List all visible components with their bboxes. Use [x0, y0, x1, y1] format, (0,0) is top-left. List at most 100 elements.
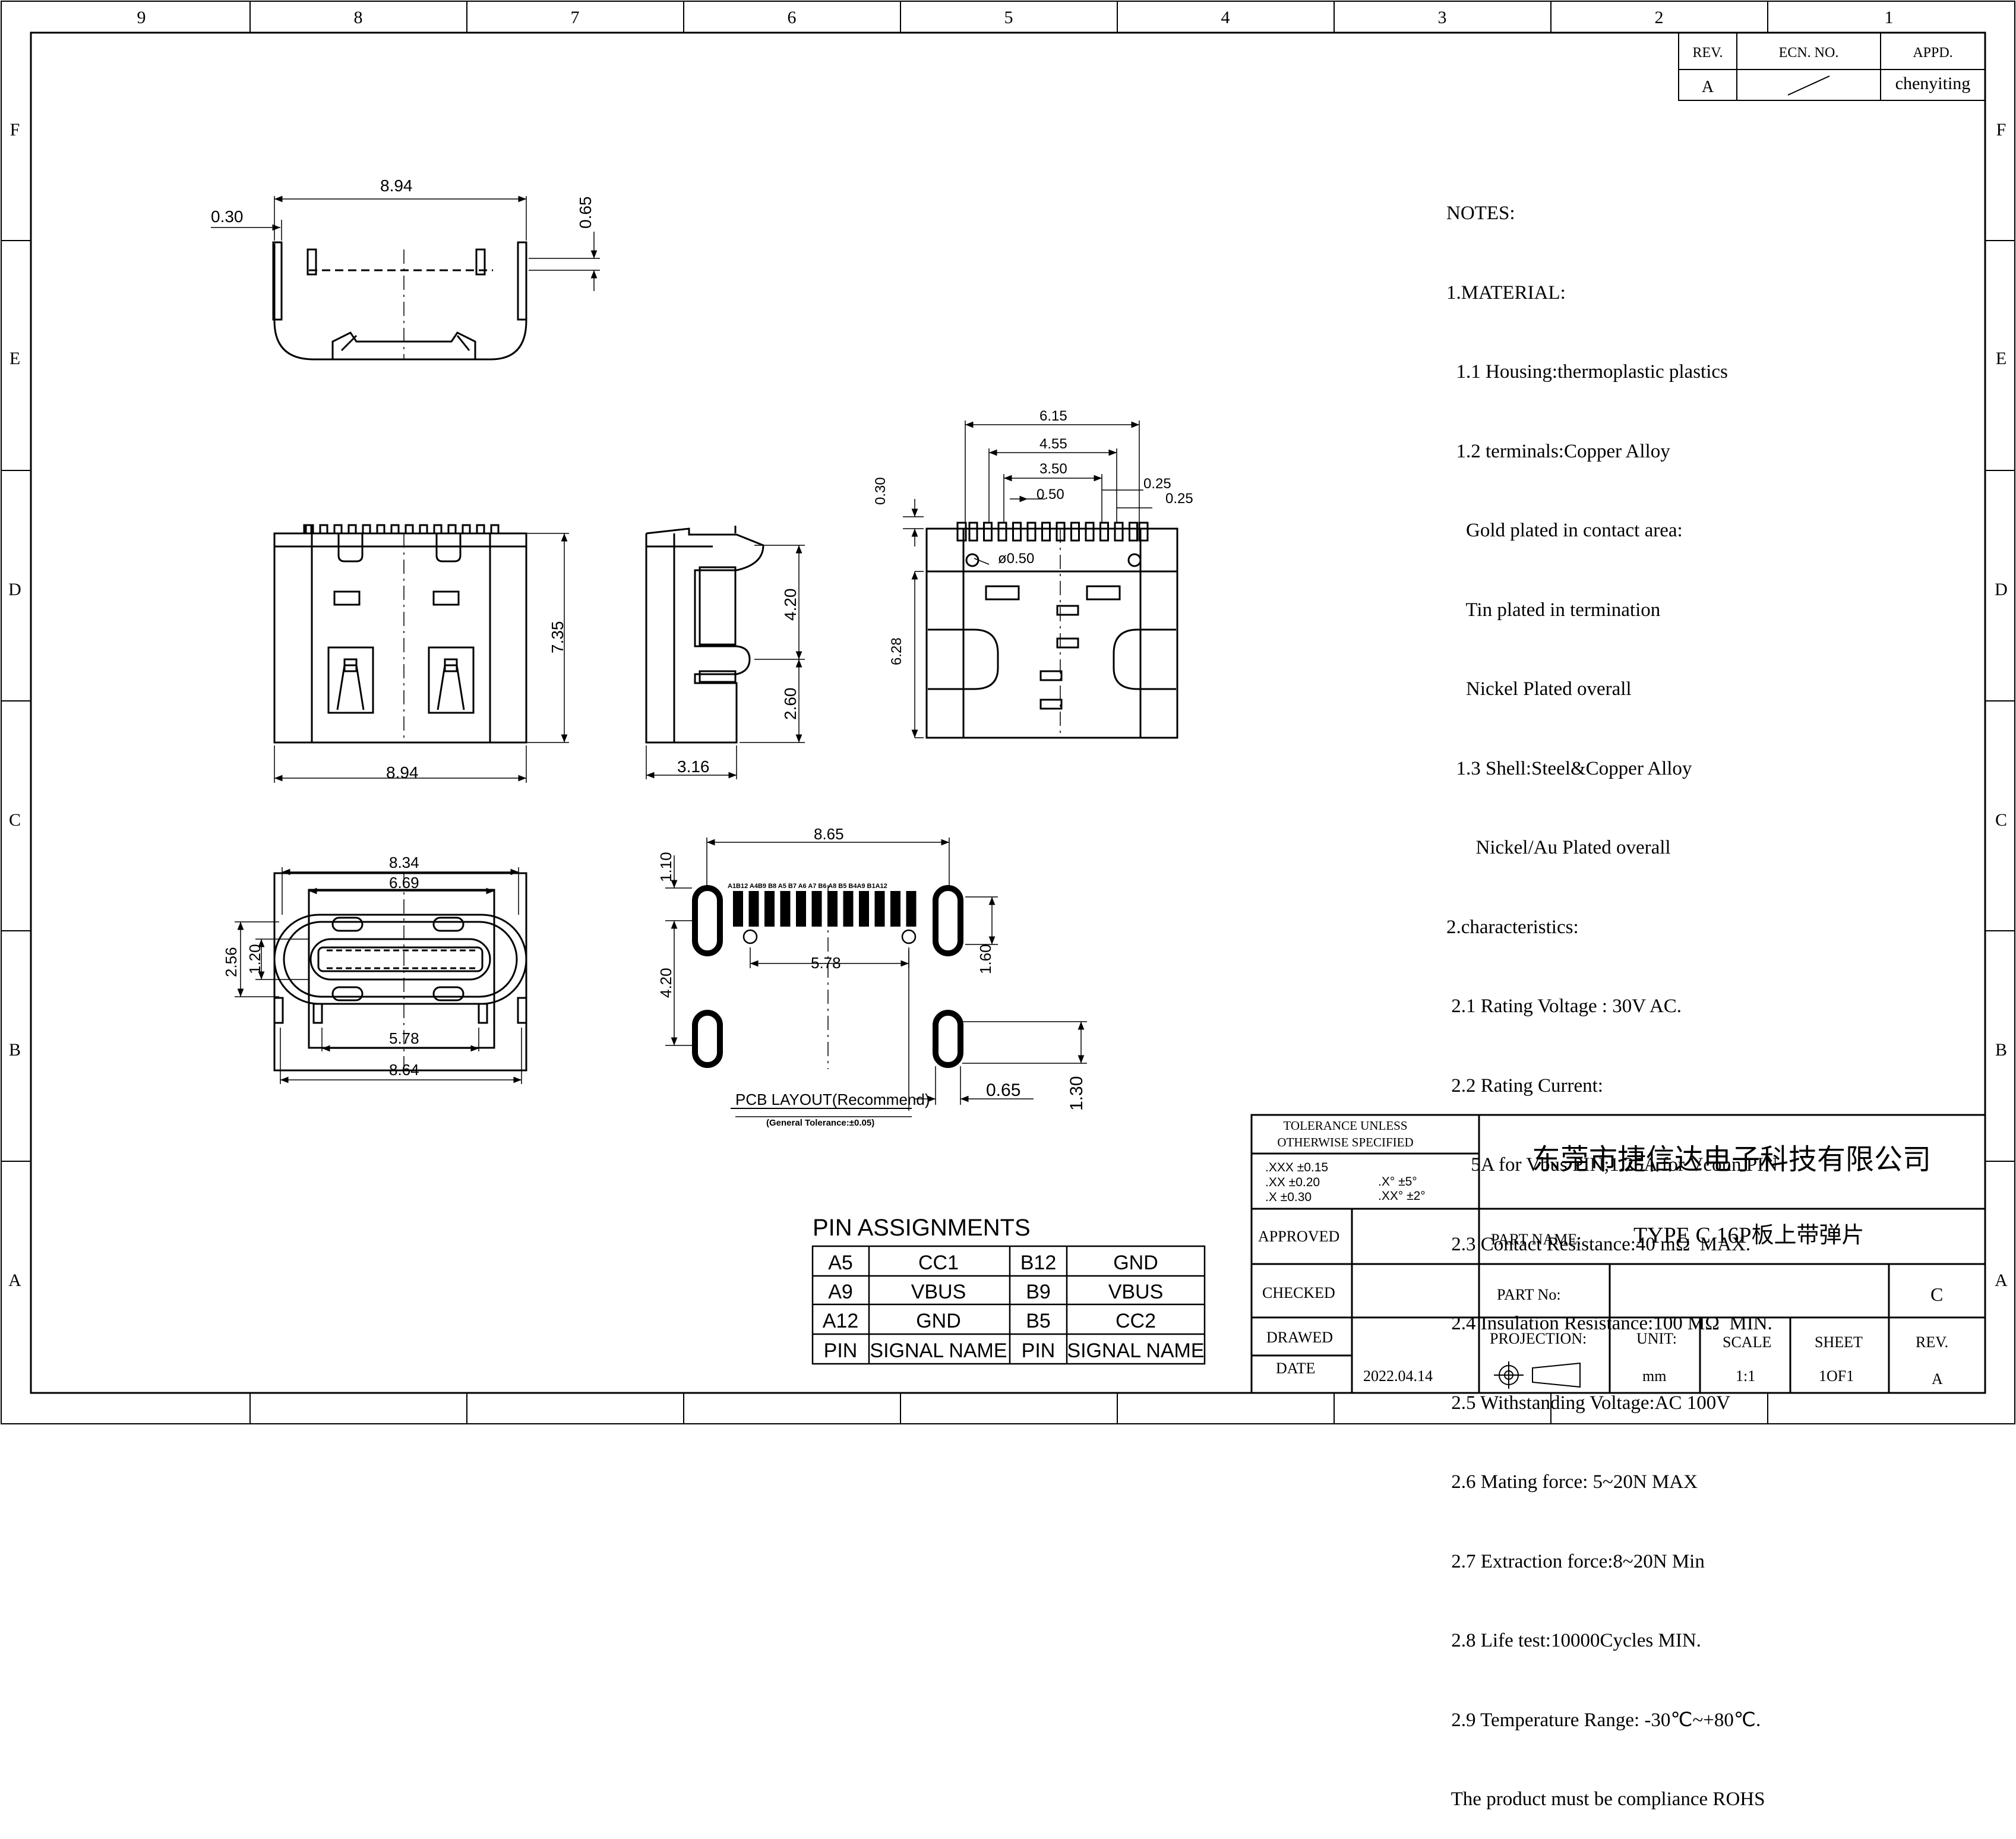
pcb-layout-title: PCB LAYOUT(Recommend): [735, 1091, 930, 1108]
pcb-layout-dims: [665, 838, 1087, 1111]
ecn-header: ECN. NO.: [1779, 45, 1839, 61]
pcb-layout-tolerance: (General Tolerance:±0.05): [766, 1118, 874, 1128]
note-line: 2.1 Rating Voltage : 30V AC.: [1446, 996, 1682, 1017]
dim-label: 4.20: [781, 589, 800, 621]
note-line: Gold plated in contact area:: [1446, 520, 1683, 541]
sheet-value: 1OF1: [1819, 1367, 1854, 1385]
note-line: 2.6 Mating force: 5~20N MAX: [1446, 1471, 1698, 1493]
dim-label: 2.56: [222, 947, 240, 977]
pcb-pad: [906, 891, 917, 927]
note-line: 2.9 Temperature Range: -30℃~+80℃.: [1446, 1709, 1761, 1731]
pin-assignments-title: PIN ASSIGNMENTS: [813, 1215, 1031, 1241]
rear-pin: [956, 522, 967, 542]
rear-pin: [1099, 522, 1109, 542]
dim-label: 6.15: [1039, 408, 1067, 424]
pcb-pad: [780, 891, 791, 927]
pin-tip: [319, 524, 328, 535]
appd-header: APPD.: [1913, 45, 1952, 61]
col-label: 5: [1004, 8, 1013, 27]
rear-view-labels: 6.15 4.55 3.50 0.50 0.25 0.25 0.30 ø0.50…: [873, 408, 1193, 665]
row-label: E: [1996, 349, 2006, 368]
pin-tip: [390, 524, 400, 535]
note-line: 1.1 Housing:thermoplastic plastics: [1446, 361, 1728, 383]
signal-header: SIGNAL NAME: [1067, 1339, 1204, 1362]
part-no-label: PART No:: [1497, 1286, 1561, 1303]
col-label: 6: [788, 8, 797, 27]
signal-cell: CC1: [918, 1252, 959, 1274]
note-line: 2.characteristics:: [1446, 916, 1579, 938]
part-name-label: PART NAME:: [1491, 1231, 1581, 1248]
side-view: [645, 526, 764, 744]
note-line: Nickel Plated overall: [1446, 678, 1632, 700]
pcb-pad: [733, 891, 743, 927]
note-line: 1.2 terminals:Copper Alloy: [1446, 440, 1670, 462]
col-label: 4: [1221, 8, 1230, 27]
row-label: B: [1995, 1040, 2007, 1060]
pin-cell: A9: [828, 1281, 853, 1303]
note-line: 1.3 Shell:Steel&Copper Alloy: [1446, 757, 1692, 779]
pin-tip: [419, 524, 428, 535]
note-line: 2.5 Withstanding Voltage:AC 100V: [1446, 1392, 1731, 1414]
rear-pin: [983, 522, 993, 542]
dim-label: 8.65: [814, 825, 844, 843]
note-line: 1.MATERIAL:: [1446, 282, 1566, 304]
appd-value: chenyiting: [1895, 74, 1971, 93]
dim-label: 7.35: [548, 621, 567, 654]
dim-label: 6.28: [889, 637, 905, 665]
dim-label: 0.30: [211, 207, 244, 226]
dim-label: 0.50: [1037, 486, 1064, 503]
pcb-pad: [843, 891, 854, 927]
rear-pin: [968, 522, 978, 542]
row-label: D: [1995, 580, 2008, 599]
unit-value: mm: [1642, 1367, 1666, 1385]
drawing-frame: [1, 1, 2015, 1424]
tolerance-value: .X ±0.30: [1265, 1190, 1312, 1204]
rev-header: REV.: [1693, 45, 1723, 61]
dim-label: 8.34: [389, 854, 419, 871]
signal-cell: VBUS: [1108, 1281, 1164, 1303]
row-label: B: [9, 1040, 21, 1060]
pcb-pad: [811, 891, 822, 927]
sheet-label: SHEET: [1815, 1334, 1863, 1351]
pin-cell: A5: [828, 1252, 853, 1274]
pcb-pad: [874, 891, 885, 927]
pin-cell: B5: [1026, 1310, 1051, 1332]
front-view-top-pins: [303, 524, 500, 535]
rear-pin: [1114, 522, 1124, 542]
pin-tip: [405, 524, 414, 535]
pin-header: PIN: [824, 1339, 858, 1362]
pin-cell: B12: [1020, 1252, 1057, 1274]
pin-tip: [347, 524, 357, 535]
top-view: [272, 241, 527, 361]
pcb-pad: [890, 891, 900, 927]
bottom-view-dims: [235, 867, 522, 1084]
title-block: TOLERANCE UNLESS OTHERWISE SPECIFIED .XX…: [1250, 1114, 1986, 1394]
drawed-label: DRAWED: [1266, 1329, 1333, 1346]
pin-tip: [447, 524, 457, 535]
signal-cell: VBUS: [911, 1281, 966, 1303]
dim-label: ø0.50: [998, 551, 1034, 567]
dim-label: 1.10: [657, 852, 675, 882]
col-label: 7: [571, 8, 580, 27]
front-view-labels: 7.35 8.94: [386, 621, 567, 782]
front-view: [273, 532, 527, 744]
dim-label: 5.78: [811, 954, 841, 972]
note-line: Tin plated in termination: [1446, 599, 1661, 621]
pin-tip: [476, 524, 485, 535]
tolerance-title: TOLERANCE UNLESS: [1283, 1118, 1407, 1133]
rear-pin: [1056, 522, 1066, 542]
row-label: E: [10, 349, 20, 368]
frame-row-labels: F E D C B A F E D C B A: [8, 120, 2008, 1290]
dim-label: 8.94: [380, 176, 413, 195]
company-name: 东莞市捷信达电子科技有限公司: [1532, 1143, 1931, 1176]
pad-pin-labels: A1B12 A4B9 B8 A5 B7 A6 A7 B6 A8 B5 B4A9 …: [728, 883, 887, 890]
row-label: D: [8, 580, 21, 599]
projection-symbol-icon: [1494, 1361, 1581, 1389]
row-label: C: [9, 810, 21, 830]
dim-label: 1.60: [977, 944, 994, 974]
pcb-pad: [859, 891, 869, 927]
unit-label: UNIT:: [1636, 1330, 1677, 1347]
rev-value: A: [1932, 1370, 1943, 1388]
rear-pin: [1138, 522, 1149, 542]
pin-tip: [303, 524, 312, 535]
